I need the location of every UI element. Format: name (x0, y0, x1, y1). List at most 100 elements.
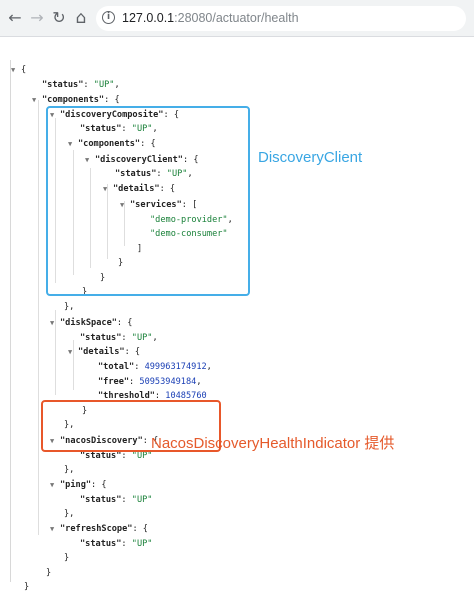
json-key: "services" (130, 200, 182, 210)
indent-guide (55, 310, 56, 395)
url-path: :28080/actuator/health (174, 11, 299, 25)
json-line-disk-space: ▼"diskSpace": { (50, 318, 133, 328)
json-key: "free" (98, 377, 130, 387)
site-info-icon[interactable]: i (102, 11, 115, 24)
indent-guide (73, 340, 74, 390)
collapse-triangle-icon[interactable]: ▼ (50, 525, 55, 533)
json-line-dc-components: ▼"components": { (68, 139, 156, 149)
collapse-triangle-icon[interactable]: ▼ (68, 348, 73, 356)
brace: { (21, 65, 27, 75)
json-line-refresh-status: "status": "UP" (80, 539, 153, 549)
json-key: "total" (98, 362, 135, 372)
json-key: "refreshScope" (60, 524, 133, 534)
gutter-line (10, 60, 11, 582)
nacos-indicator-annotation: NacosDiscoveryHealthIndicator 提供 (151, 435, 395, 452)
json-line-nacos-status: "status": "UP" (80, 451, 153, 461)
json-string: "UP" (131, 539, 153, 549)
collapse-triangle-icon[interactable]: ▼ (68, 140, 73, 148)
json-number: 50953949184 (139, 377, 197, 387)
collapse-triangle-icon[interactable]: ▼ (50, 437, 55, 445)
indent-guide (107, 184, 108, 259)
json-key: "status" (80, 539, 122, 549)
json-line-components: ▼"components": { (32, 95, 120, 105)
json-key: "status" (80, 333, 122, 343)
back-arrow-icon[interactable]: ← (8, 8, 22, 27)
json-key: "status" (80, 451, 122, 461)
json-string: "UP" (131, 124, 153, 134)
json-string: "UP" (131, 451, 153, 461)
json-line-components-close: } (46, 568, 52, 578)
json-key: "threshold" (98, 391, 155, 401)
json-key: "components" (42, 95, 105, 105)
json-line-root-open: ▼{ (11, 63, 26, 77)
indent-guide (73, 150, 74, 275)
json-line-client-details: ▼"details": { (103, 184, 176, 194)
json-key: "nacosDiscovery" (60, 436, 143, 446)
json-string: "UP" (166, 169, 188, 179)
json-line-discovery-client: ▼"discoveryClient": { (85, 155, 199, 165)
json-key: "details" (113, 184, 160, 194)
json-line-client-status: "status": "UP", (115, 169, 193, 179)
indent-guide (38, 100, 39, 535)
json-key: "details" (78, 347, 125, 357)
json-key: "status" (42, 80, 84, 90)
json-line-disk-details-close: } (82, 406, 88, 416)
json-line-service-2: "demo-consumer" (150, 227, 228, 241)
nacos-discovery-highlight (41, 400, 221, 452)
json-key: "diskSpace" (60, 318, 117, 328)
json-key: "components" (78, 139, 141, 149)
json-line-ping-close: }, (64, 509, 75, 519)
json-line-client-close: } (100, 273, 106, 283)
json-line-total: "total": 499963174912, (98, 362, 212, 372)
json-line-threshold: "threshold": 10485760 (98, 391, 207, 401)
json-line-dc-close: }, (64, 302, 75, 312)
collapse-triangle-icon[interactable]: ▼ (32, 96, 37, 104)
json-line-refresh-close: } (64, 553, 70, 563)
json-line-services: ▼"services": [ (120, 200, 198, 210)
json-line-nacos-discovery: ▼"nacosDiscovery": { (50, 436, 159, 446)
address-bar[interactable]: i 127.0.0.1:28080/actuator/health (96, 6, 466, 31)
json-viewer: ▼{ "status": "UP", ▼"components": { ▼"di… (0, 38, 474, 592)
json-number: 499963174912 (144, 362, 207, 372)
json-key: "discoveryClient" (95, 155, 183, 165)
indent-guide (90, 168, 91, 268)
json-line-discovery-composite: ▼"discoveryComposite": { (50, 110, 180, 120)
json-number: 10485760 (165, 391, 207, 401)
indent-guide (124, 201, 125, 246)
indent-guide (55, 118, 56, 283)
json-key: "ping" (60, 480, 92, 490)
home-icon[interactable]: ⌂ (75, 8, 87, 28)
browser-toolbar: ← → ↻ ⌂ i 127.0.0.1:28080/actuator/healt… (0, 0, 474, 37)
json-string: "demo-consumer" (150, 229, 228, 239)
collapse-triangle-icon[interactable]: ▼ (11, 66, 16, 74)
collapse-triangle-icon[interactable]: ▼ (85, 156, 90, 164)
json-line-disk-details: ▼"details": { (68, 347, 141, 357)
forward-arrow-icon[interactable]: → (30, 8, 44, 27)
json-string: "UP" (131, 495, 153, 505)
url-text[interactable]: 127.0.0.1:28080/actuator/health (122, 11, 299, 26)
json-line-details-close: } (118, 258, 124, 268)
json-key: "status" (115, 169, 157, 179)
json-key: "status" (80, 124, 122, 134)
json-line-refresh-scope: ▼"refreshScope": { (50, 524, 148, 534)
json-string: "UP" (93, 80, 115, 90)
json-key: "discoveryComposite" (60, 110, 164, 120)
json-line-nacos-close: }, (64, 465, 75, 475)
json-line-disk-status: "status": "UP", (80, 333, 158, 343)
json-line-service-1: "demo-provider", (150, 215, 233, 225)
reload-icon[interactable]: ↻ (52, 8, 66, 27)
collapse-triangle-icon[interactable]: ▼ (120, 201, 125, 209)
json-line-free: "free": 50953949184, (98, 377, 202, 387)
collapse-triangle-icon[interactable]: ▼ (50, 319, 55, 327)
collapse-triangle-icon[interactable]: ▼ (103, 185, 108, 193)
json-line-root-close: } (24, 582, 30, 592)
collapse-triangle-icon[interactable]: ▼ (50, 111, 55, 119)
collapse-triangle-icon[interactable]: ▼ (50, 481, 55, 489)
json-line-services-close: ] (137, 244, 143, 254)
json-line-disk-close: }, (64, 420, 75, 430)
url-host: 127.0.0.1 (122, 11, 175, 25)
json-line-ping: ▼"ping": { (50, 480, 107, 490)
json-key: "status" (80, 495, 122, 505)
discovery-composite-highlight (46, 106, 250, 296)
json-string: "demo-provider" (150, 215, 228, 225)
